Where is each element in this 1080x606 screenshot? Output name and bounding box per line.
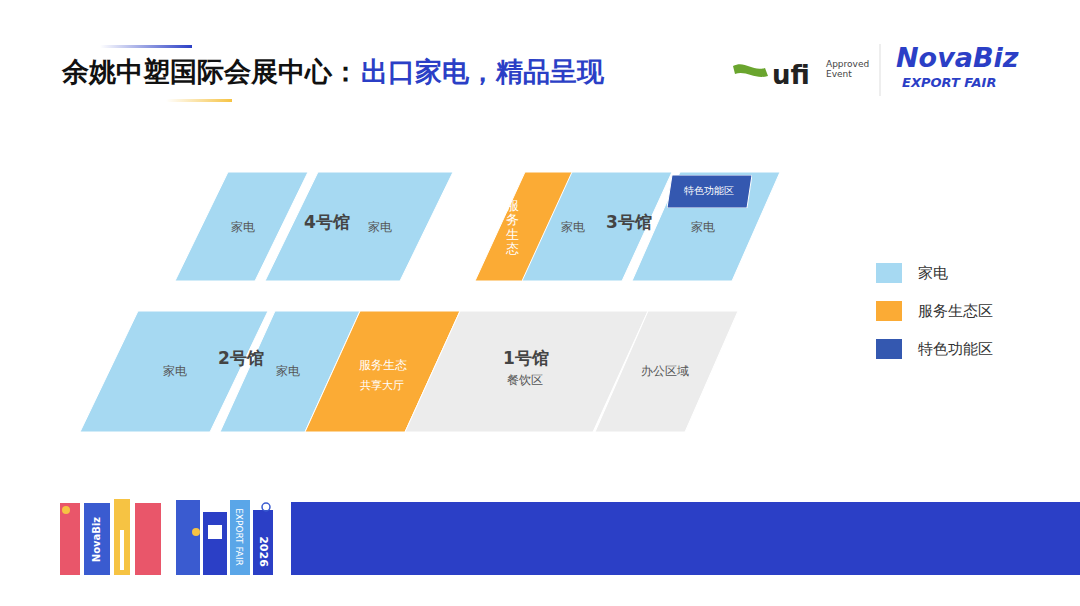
area-label: 家电 bbox=[368, 219, 392, 236]
deco-bar bbox=[60, 503, 80, 575]
deco-bar bbox=[114, 499, 130, 575]
hall-name: 3号馆 bbox=[606, 211, 652, 234]
area-label: 服务生态 bbox=[359, 357, 407, 374]
deco-bar bbox=[230, 500, 250, 575]
area-label: 共享大厅 bbox=[360, 378, 404, 393]
title-rule bbox=[166, 99, 232, 102]
deco-bar bbox=[253, 510, 273, 575]
deco-bar bbox=[203, 512, 227, 575]
title-rule bbox=[100, 45, 192, 48]
area-label: 家电 bbox=[691, 219, 715, 236]
hall-area: 特色功能区 bbox=[667, 175, 752, 208]
hall-shape bbox=[265, 172, 453, 281]
logo-text: NovaBiz bbox=[896, 42, 1019, 73]
hall-outline bbox=[632, 172, 780, 281]
deco-bar bbox=[176, 500, 200, 575]
page-title: 余姚中塑国际会展中心： bbox=[62, 54, 359, 90]
deco-icon bbox=[262, 503, 270, 511]
area-label: 家电 bbox=[561, 219, 585, 236]
deco-figure bbox=[120, 530, 124, 570]
area-label: 服务生态 bbox=[506, 199, 519, 256]
deco-bar bbox=[135, 503, 161, 575]
deco-star bbox=[62, 506, 70, 514]
legend-swatch bbox=[876, 263, 902, 283]
logo-caption: EXPORT FAIR bbox=[902, 75, 996, 90]
hall-outline bbox=[265, 172, 453, 281]
deco-text: NovaBiz bbox=[91, 516, 102, 561]
area-label: 家电 bbox=[276, 363, 300, 380]
hall-outline bbox=[595, 311, 738, 432]
legend-swatch bbox=[876, 301, 902, 321]
logo-caption: Approved Event bbox=[826, 60, 880, 80]
hall-area: 家电 特色功能区 bbox=[632, 172, 780, 281]
legend-swatch bbox=[876, 339, 902, 359]
legend-text: 特色功能区 bbox=[918, 340, 993, 359]
deco-star bbox=[192, 528, 200, 536]
hall-name: 2号馆 bbox=[218, 347, 264, 370]
logo-swoosh bbox=[733, 64, 768, 77]
area-label: 特色功能区 bbox=[684, 184, 734, 198]
deco-text: 2026 bbox=[257, 536, 270, 567]
deco-text: EXPORT FAIR bbox=[234, 508, 244, 566]
area-label: 办公区域 bbox=[641, 363, 689, 380]
hall-area: 办公区域 bbox=[595, 311, 738, 432]
hall-name: 4号馆 bbox=[304, 211, 350, 234]
deco-bar bbox=[84, 503, 110, 575]
logo-text: ufi bbox=[772, 60, 810, 90]
area-label: 家电 bbox=[163, 363, 187, 380]
deco-icon bbox=[208, 525, 222, 539]
hall-name: 1号馆 bbox=[503, 347, 549, 370]
area-label: 餐饮区 bbox=[507, 372, 543, 389]
footer-band bbox=[291, 502, 1080, 575]
legend-text: 家电 bbox=[918, 264, 948, 283]
legend-text: 服务生态区 bbox=[918, 302, 993, 321]
logo-divider bbox=[880, 44, 881, 96]
hall-area: 家电 bbox=[265, 172, 453, 281]
area-label: 家电 bbox=[231, 219, 255, 236]
title-highlight: 出口家电，精品呈现 bbox=[361, 54, 604, 90]
hall-outline bbox=[667, 175, 752, 208]
